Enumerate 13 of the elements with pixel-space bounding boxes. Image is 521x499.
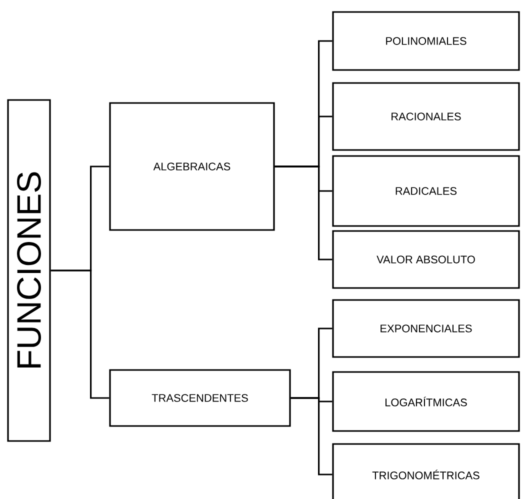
category-box: RACIONALES (332, 82, 520, 151)
category-box: TRASCENDENTES (109, 369, 291, 427)
connector-line (290, 397, 332, 476)
title-box: FUNCIONES (7, 99, 51, 442)
category-box: EXPONENCIALES (332, 299, 520, 358)
connector-line (50, 270, 110, 399)
category-box: RADICALES (332, 155, 520, 227)
category-box: POLINOMIALES (332, 11, 520, 71)
category-box: LOGARÍTMICAS (332, 371, 520, 432)
connector-line (274, 166, 332, 260)
category-box: VALOR ABSOLUTO (332, 230, 520, 289)
category-box: TRIGONOMÉTRICAS (332, 443, 520, 499)
category-box: ALGEBRAICAS (109, 102, 275, 231)
